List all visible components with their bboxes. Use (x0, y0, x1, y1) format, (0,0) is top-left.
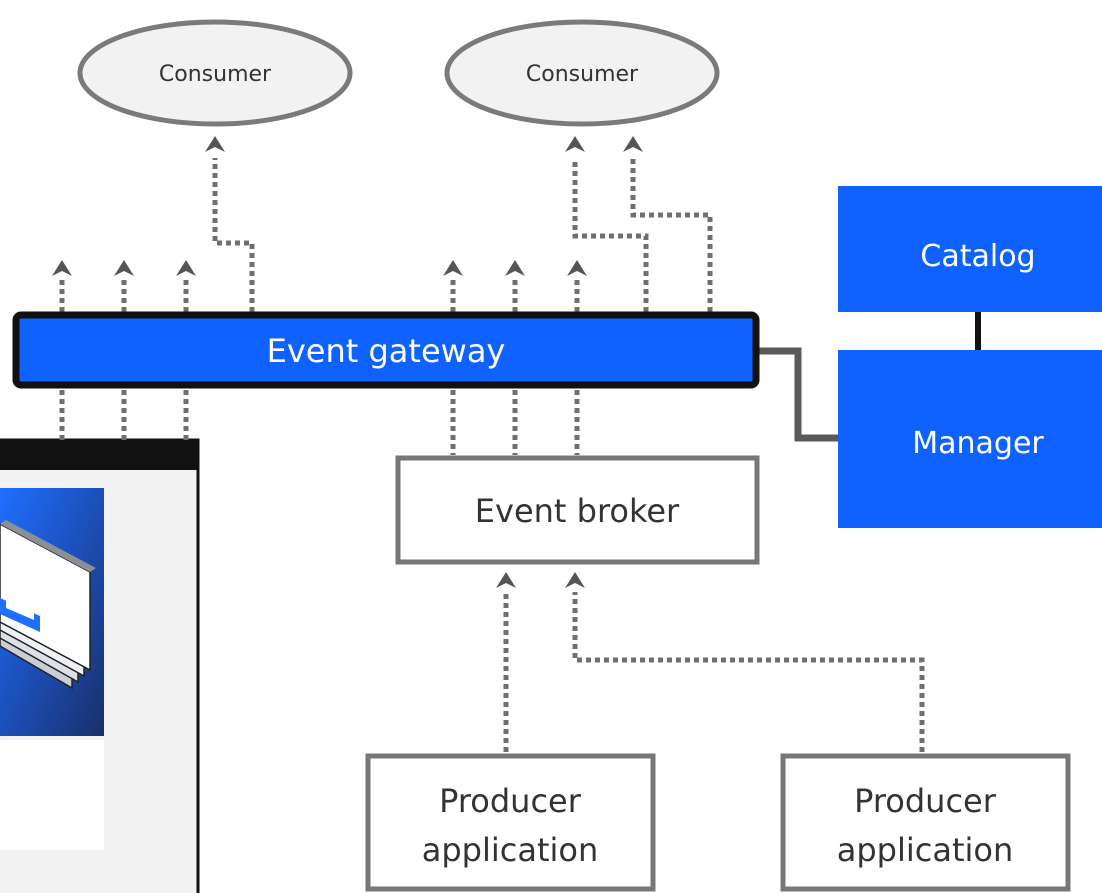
arrowhead-up-icon (114, 260, 134, 276)
consumer-1-label: Consumer (159, 62, 272, 87)
event-broker-node: Event broker (395, 455, 760, 565)
producer-node-1: Producer application (365, 753, 656, 892)
gateway-to-consumer-2-line-b (630, 158, 713, 312)
producer-1-label-line1: Producer (439, 782, 582, 820)
producer-2-label-line2: application (837, 831, 1014, 869)
gateway-to-consumer-1-line (212, 158, 255, 312)
arrowhead-up-icon (443, 260, 463, 276)
arrows-up-right (450, 278, 580, 312)
catalog-label: Catalog (920, 239, 1035, 274)
arrowhead-up-icon (52, 260, 72, 276)
producer-2-to-broker-line (572, 592, 925, 752)
app-window-titlebar (0, 440, 198, 470)
arrows-up-left (59, 278, 189, 312)
gateway-to-manager-line (755, 347, 838, 442)
arrowhead-up-icon (565, 572, 585, 588)
catalog-node: Catalog (838, 186, 1102, 312)
producer-1-label-line2: application (422, 831, 599, 869)
event-gateway-label: Event gateway (267, 332, 506, 370)
app-window-content-panel (0, 740, 104, 850)
arrowhead-up-icon (176, 260, 196, 276)
arrowhead-up-icon (623, 136, 643, 152)
arrowhead-up-icon (567, 260, 587, 276)
manager-node: Manager (838, 350, 1102, 528)
arrowhead-up-icon (205, 136, 225, 152)
gateway-to-consumer-2-line-a (572, 158, 649, 312)
arrowheads-up-right (443, 260, 587, 276)
lines-below-gateway-left (59, 390, 189, 440)
stacked-pages-icon (0, 520, 96, 690)
broker-to-gateway-lines (450, 390, 580, 455)
manager-label: Manager (912, 426, 1044, 461)
arrowheads-up-left (52, 260, 196, 276)
consumer-node-1: Consumer (77, 19, 353, 127)
app-window-illustration (0, 438, 200, 893)
consumer-2-label: Consumer (526, 62, 639, 87)
consumer-node-2: Consumer (444, 19, 720, 127)
arrowhead-up-icon (505, 260, 525, 276)
event-broker-label: Event broker (475, 492, 680, 530)
arrowhead-up-icon (565, 136, 585, 152)
producer-node-2: Producer application (780, 753, 1071, 892)
event-gateway-node: Event gateway (12, 311, 760, 389)
arrowhead-up-icon (496, 572, 516, 588)
producer-2-label-line1: Producer (854, 782, 997, 820)
